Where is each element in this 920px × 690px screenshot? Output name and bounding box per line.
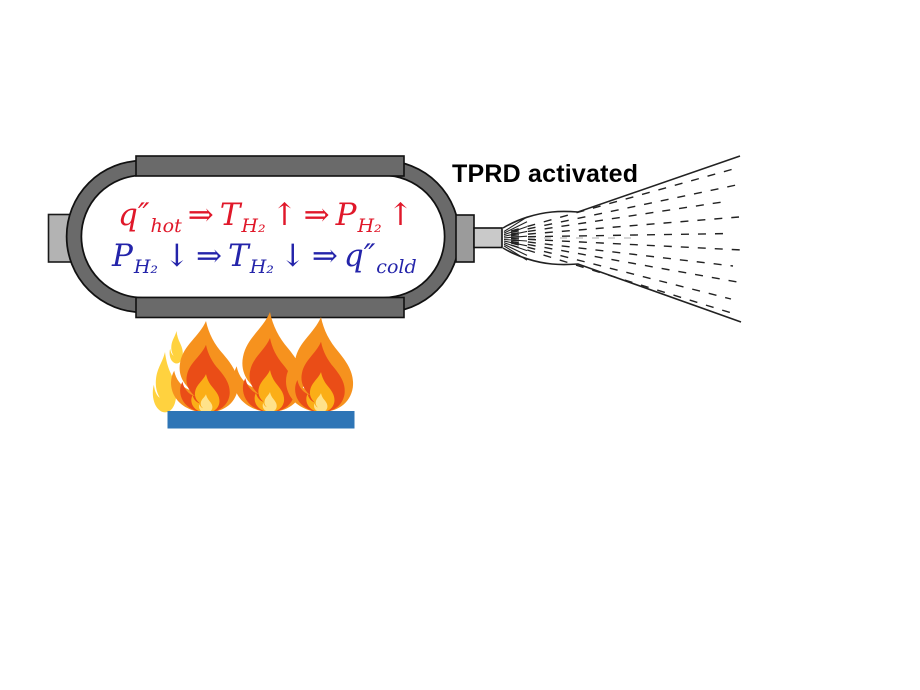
tprd-fitting-block (455, 214, 475, 263)
tank-top-slab (135, 155, 405, 177)
tprd-nozzle-tube (473, 227, 503, 249)
tprd-activated-label: TPRD activated (452, 160, 639, 188)
implies-arrow: ⇒ (311, 238, 338, 274)
implies-arrow: ⇒ (187, 197, 214, 233)
flame-wisp-icon (169, 331, 183, 364)
gas-jet-spray-icon (502, 155, 743, 323)
eq-term: q″hot (118, 197, 182, 237)
flame-icon (286, 317, 354, 413)
implies-arrow: ⇒ (303, 197, 330, 233)
jet-boundary-top (502, 155, 741, 229)
burner-platform-bar (167, 411, 355, 429)
jet-streamlines (510, 167, 743, 316)
jet-exit-fan (503, 216, 528, 261)
down-arrow: ↓ (279, 238, 306, 274)
eq-term: q″cold (343, 238, 417, 278)
down-arrow: ↓ (164, 238, 191, 274)
flame-icon (171, 321, 239, 413)
up-arrow: ↑ (271, 197, 298, 233)
hydrogen-tank-icon (47, 155, 503, 319)
up-arrow: ↑ (387, 197, 414, 233)
fire-group (152, 312, 355, 429)
implies-arrow: ⇒ (196, 238, 223, 274)
jet-boundary-bottom (502, 247, 742, 323)
